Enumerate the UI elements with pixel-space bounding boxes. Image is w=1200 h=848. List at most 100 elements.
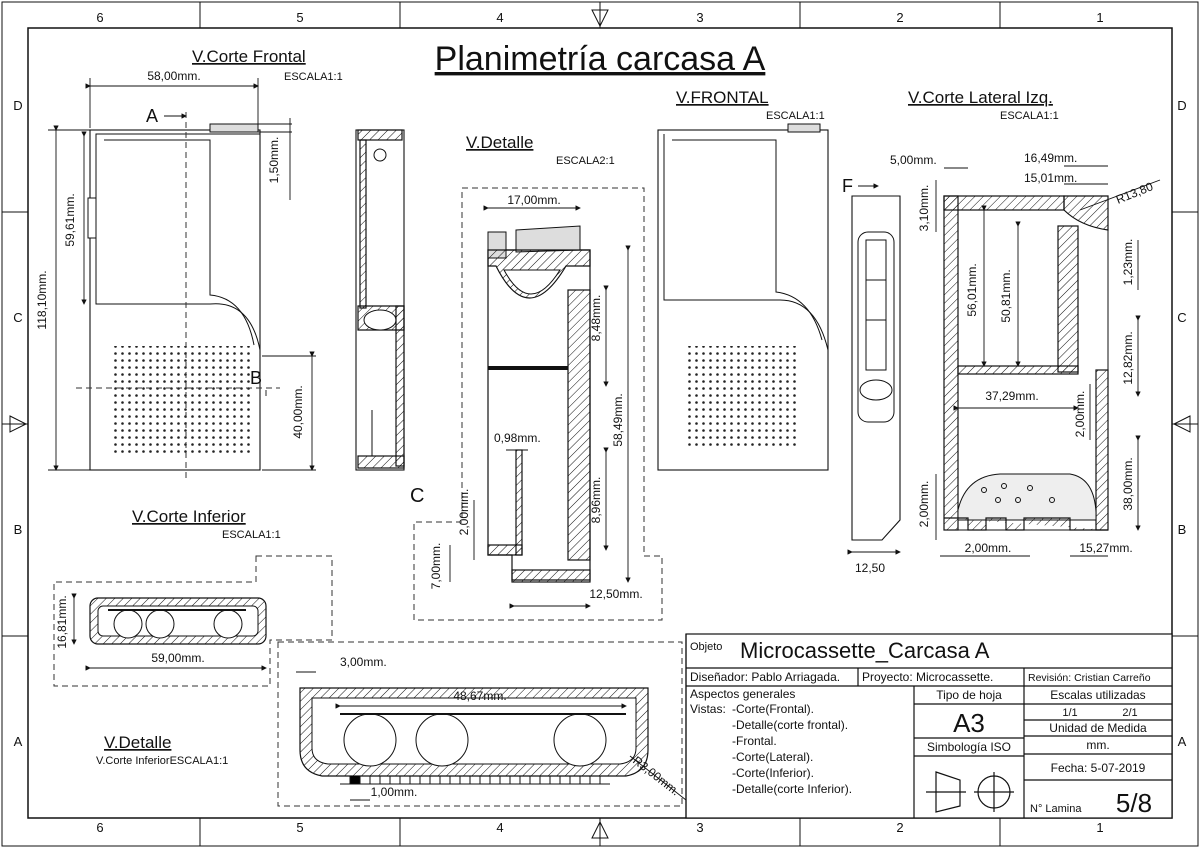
svg-text:2,00mm.: 2,00mm. [965, 541, 1012, 555]
svg-text:2,00mm.: 2,00mm. [917, 481, 931, 528]
svg-text:C: C [1177, 310, 1186, 325]
svg-text:37,29mm.: 37,29mm. [985, 389, 1038, 403]
svg-text:-Detalle(corte frontal).: -Detalle(corte frontal). [732, 718, 848, 732]
svg-text:Tipo de hoja: Tipo de hoja [936, 688, 1002, 702]
view-lateral-exterior: F 12,50 [842, 176, 901, 575]
svg-text:17,00mm.: 17,00mm. [507, 193, 560, 207]
svg-text:50,81mm.: 50,81mm. [999, 269, 1013, 322]
svg-text:48,67mm.: 48,67mm. [453, 689, 506, 703]
svg-text:Unidad de Medida: Unidad de Medida [1049, 721, 1147, 735]
svg-text:ESCALA1:1: ESCALA1:1 [766, 110, 825, 122]
svg-text:15,27mm.: 15,27mm. [1079, 541, 1132, 555]
svg-text:V.Corte Lateral Izq.: V.Corte Lateral Izq. [908, 88, 1053, 107]
svg-text:N° Lamina: N° Lamina [1030, 803, 1082, 815]
svg-text:118,10mm.: 118,10mm. [35, 270, 49, 329]
svg-text:C: C [410, 485, 424, 507]
svg-text:2: 2 [896, 10, 903, 25]
svg-text:6: 6 [96, 820, 103, 835]
svg-text:2/1: 2/1 [1122, 707, 1137, 719]
view-corte-inferior: V.Corte Inferior ESCALA1:1 16,81mm. 59,0… [53, 507, 333, 687]
view-detalle-inferior: V.Detalle V.Corte InferiorESCALA1:1 3,00… [96, 641, 687, 807]
svg-text:1/1: 1/1 [1062, 707, 1077, 719]
svg-text:D: D [1177, 98, 1186, 113]
svg-text:ESCALA2:1: ESCALA2:1 [556, 155, 615, 167]
svg-text:F: F [842, 176, 853, 196]
svg-text:3,00mm.: 3,00mm. [340, 655, 387, 669]
object-name: Microcassette_Carcasa A [740, 638, 990, 663]
svg-text:2,00mm.: 2,00mm. [457, 489, 471, 536]
svg-text:4: 4 [496, 820, 503, 835]
svg-text:ESCALA1:1: ESCALA1:1 [1000, 110, 1059, 122]
view-corte-frontal: V.Corte Frontal ESCALA1:1 58,00mm. 59,61… [35, 47, 343, 480]
svg-text:7,00mm.: 7,00mm. [429, 543, 443, 590]
svg-text:2,00mm.: 2,00mm. [1073, 391, 1087, 438]
svg-text:3,10mm.: 3,10mm. [917, 185, 931, 232]
svg-text:Objeto: Objeto [690, 641, 722, 653]
svg-text:8,48mm.: 8,48mm. [589, 295, 603, 342]
sheet-title: Planimetría carcasa A [435, 40, 766, 78]
column-numbers-bottom: 6 5 4 3 2 1 [96, 820, 1103, 835]
svg-text:1,23mm.: 1,23mm. [1121, 239, 1135, 286]
svg-text:1: 1 [1096, 820, 1103, 835]
svg-text:16,81mm.: 16,81mm. [55, 595, 69, 648]
title-block-text: Objeto Microcassette_Carcasa A Diseñador… [690, 638, 1152, 818]
svg-text:15,01mm.: 15,01mm. [1024, 171, 1077, 185]
svg-text:mm.: mm. [1086, 738, 1109, 752]
svg-text:58,49mm.: 58,49mm. [611, 393, 625, 446]
svg-text:A3: A3 [953, 708, 985, 738]
svg-text:R13,80: R13,80 [1114, 179, 1155, 207]
svg-text:4: 4 [496, 10, 503, 25]
svg-text:A: A [1178, 734, 1187, 749]
svg-text:2: 2 [896, 820, 903, 835]
svg-text:56,01mm.: 56,01mm. [965, 263, 979, 316]
svg-text:38,00mm.: 38,00mm. [1121, 457, 1135, 510]
view-frontal: V.FRONTAL ESCALA1:1 [657, 88, 829, 471]
svg-text:A: A [14, 734, 23, 749]
svg-text:R3,00mm.: R3,00mm. [630, 753, 682, 798]
svg-text:V.Detalle: V.Detalle [466, 133, 533, 152]
svg-text:59,00mm.: 59,00mm. [151, 651, 204, 665]
svg-text:B: B [14, 522, 23, 537]
title-block [685, 633, 1173, 819]
svg-text:5,00mm.: 5,00mm. [890, 153, 937, 167]
svg-text:3: 3 [696, 10, 703, 25]
svg-text:V.Corte InferiorESCALA1:1: V.Corte InferiorESCALA1:1 [96, 755, 228, 767]
svg-text:-Detalle(corte Inferior).: -Detalle(corte Inferior). [732, 782, 852, 796]
svg-text:1,00mm.: 1,00mm. [371, 785, 418, 799]
svg-text:12,82mm.: 12,82mm. [1121, 331, 1135, 384]
svg-text:V.Detalle: V.Detalle [104, 733, 171, 752]
svg-text:5/8: 5/8 [1116, 788, 1152, 818]
svg-text:D: D [13, 98, 22, 113]
svg-text:40,00mm.: 40,00mm. [291, 385, 305, 438]
view-title: V.Corte Frontal [192, 47, 306, 66]
svg-text:-Corte(Frontal).: -Corte(Frontal). [732, 702, 814, 716]
row-letters-left: D C B A [13, 98, 22, 749]
svg-text:Vistas:: Vistas: [690, 702, 726, 716]
svg-text:Escalas utilizadas: Escalas utilizadas [1050, 688, 1145, 702]
svg-text:8,96mm.: 8,96mm. [589, 477, 603, 524]
svg-text:ESCALA1:1: ESCALA1:1 [222, 529, 281, 541]
svg-text:Aspectos generales: Aspectos generales [690, 687, 795, 701]
svg-text:Diseñador: Pablo Arriagada.: Diseñador: Pablo Arriagada. [690, 670, 840, 684]
column-numbers-top: 6 5 4 3 2 1 [96, 10, 1103, 25]
svg-text:Proyecto: Microcassette.: Proyecto: Microcassette. [862, 670, 993, 684]
svg-text:12,50mm.: 12,50mm. [589, 587, 642, 601]
svg-text:16,49mm.: 16,49mm. [1024, 151, 1077, 165]
view-scale: ESCALA1:1 [284, 71, 343, 83]
svg-text:V.FRONTAL: V.FRONTAL [676, 88, 769, 107]
view-corte-lateral: V.Corte Lateral Izq. ESCALA1:1 5,00mm. 1… [890, 88, 1161, 557]
svg-text:B: B [1178, 522, 1187, 537]
speaker-grille [114, 346, 254, 456]
svg-text:Fecha: 5-07-2019: Fecha: 5-07-2019 [1051, 761, 1146, 775]
svg-text:5: 5 [296, 820, 303, 835]
svg-text:-Frontal.: -Frontal. [732, 734, 777, 748]
svg-text:1: 1 [1096, 10, 1103, 25]
svg-text:12,50: 12,50 [855, 561, 885, 575]
svg-text:Simbología ISO: Simbología ISO [927, 740, 1011, 754]
svg-text:-Corte(Lateral).: -Corte(Lateral). [732, 750, 813, 764]
svg-text:V.Corte Inferior: V.Corte Inferior [132, 507, 246, 526]
svg-text:-Corte(Inferior).: -Corte(Inferior). [732, 766, 814, 780]
svg-text:B: B [250, 368, 262, 388]
svg-text:C: C [13, 310, 22, 325]
